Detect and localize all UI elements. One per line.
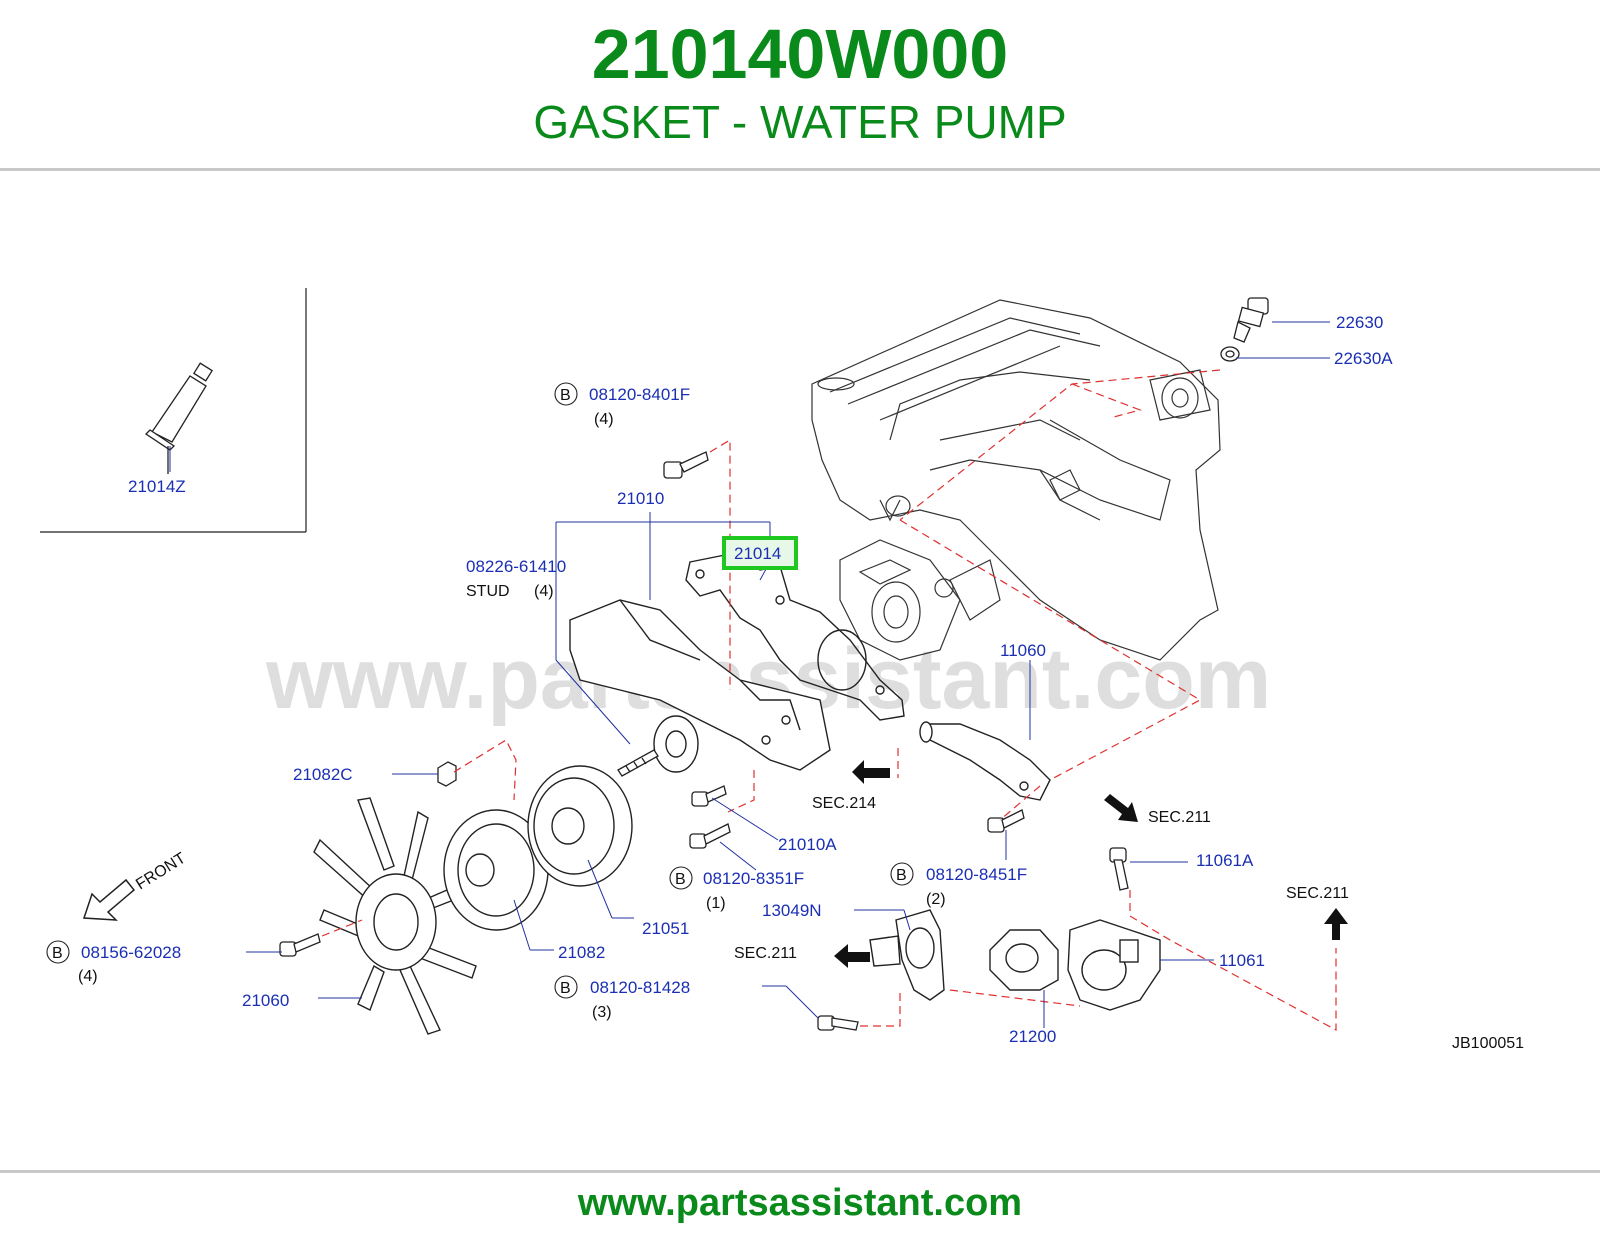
exploded-parts-diagram: www.partsassistant.com [0, 170, 1600, 1170]
callout-21014Z[interactable]: 21014Z [128, 477, 186, 496]
sec211-up-arrow-icon [1324, 908, 1348, 940]
water-pump-gasket-illustration [685, 551, 905, 721]
sec211-left-arrow-icon [834, 944, 870, 968]
assembly-dashed-lines [321, 369, 1337, 1032]
sec211-up-label: SEC.211 [1286, 885, 1349, 902]
bolt-marker-b-5: B [560, 980, 571, 997]
engine-block-illustration [811, 299, 1221, 661]
bolt-08120-81428-icon [817, 1015, 859, 1031]
sec211-right-label: SEC.211 [1148, 809, 1211, 826]
callout-leader-lines [169, 321, 1330, 1028]
qty-08120-8401F: (4) [594, 411, 614, 428]
callout-21010[interactable]: 21010 [617, 489, 664, 508]
qty-08226-61410: (4) [534, 583, 554, 600]
callout-21010A[interactable]: 21010A [778, 835, 837, 854]
callout-08156-62028[interactable]: 08156-62028 [81, 943, 181, 962]
sec211-left-label: SEC.211 [734, 945, 797, 962]
oil-pressure-switch-icon [1220, 297, 1269, 362]
callout-08120-81428[interactable]: 08120-81428 [590, 978, 690, 997]
cooling-fan-illustration [313, 797, 477, 1035]
callout-21060[interactable]: 21060 [242, 991, 289, 1010]
callout-21051[interactable]: 21051 [642, 919, 689, 938]
header: 210140W000 GASKET - WATER PUMP [0, 0, 1600, 168]
bolt-marker-b-4: B [52, 945, 63, 962]
bolt-markers [46, 382, 914, 999]
bolt-21010A-icon [691, 785, 727, 807]
bolt-08120-8451F-icon [987, 809, 1025, 833]
callout-21082[interactable]: 21082 [558, 943, 605, 962]
highlighted-part-box [722, 536, 798, 570]
sec214-arrow-icon [852, 760, 890, 784]
part-number-title: 210140W000 [591, 15, 1009, 93]
bolt-marker-b-2: B [675, 871, 686, 888]
part-name-subtitle: GASKET - WATER PUMP [533, 96, 1067, 148]
qty-08120-81428: (3) [592, 1004, 612, 1021]
water-pump-body-illustration [569, 599, 831, 773]
bolt-08156-62028-icon [279, 933, 321, 957]
callout-21082C[interactable]: 21082C [293, 765, 353, 784]
sec214-label: SEC.214 [812, 795, 876, 812]
qty-08156-62028: (4) [78, 968, 98, 985]
callout-11060[interactable]: 11060 [1000, 641, 1046, 660]
sealant-tube-icon [144, 362, 214, 474]
pulley-21051-illustration [527, 765, 633, 887]
bolt-08120-8401F-icon [663, 451, 709, 479]
bolt-marker-b-3: B [896, 867, 907, 884]
footer-website-link[interactable]: www.partsassistant.com [577, 1182, 1023, 1224]
callout-22630[interactable]: 22630 [1336, 313, 1383, 332]
stud-icon [617, 749, 659, 777]
bolt-marker-b-1: B [560, 387, 571, 404]
callout-11061A[interactable]: 11061A [1196, 851, 1254, 870]
bolt-08120-8351F-icon [689, 823, 731, 849]
diagram-canvas: www.partsassistant.com [40, 288, 1524, 1052]
callout-22630A[interactable]: 22630A [1334, 349, 1393, 368]
stud-label: STUD [466, 583, 510, 600]
callout-08226-61410[interactable]: 08226-61410 [466, 557, 566, 576]
sec211-right-arrow-icon [1104, 794, 1138, 822]
bolt-11061A-icon [1109, 847, 1129, 891]
header-divider [0, 168, 1600, 171]
qty-08120-8451F: (2) [926, 891, 946, 908]
callout-08120-8351F[interactable]: 08120-8351F [703, 869, 804, 888]
diagram-code: JB100051 [1452, 1035, 1524, 1052]
callout-21014[interactable]: 21014 [734, 544, 781, 563]
fan-coupling-21082-illustration [443, 809, 549, 931]
callout-08120-8401F[interactable]: 08120-8401F [589, 385, 690, 404]
callout-21200[interactable]: 21200 [1009, 1027, 1056, 1046]
qty-08120-8351F: (1) [706, 895, 726, 912]
footer-divider [0, 1170, 1600, 1173]
callout-13049N[interactable]: 13049N [762, 901, 822, 920]
water-inlet-pipe-illustration [919, 721, 1051, 801]
sealant-inset [40, 288, 307, 533]
front-label: FRONT [133, 850, 189, 894]
callout-08120-8451F[interactable]: 08120-8451F [926, 865, 1027, 884]
front-direction-arrow-icon [82, 878, 136, 921]
thermostat-housing-illustration [869, 909, 1161, 1011]
callout-11061[interactable]: 11061 [1219, 951, 1265, 970]
nut-21082C-icon [437, 761, 457, 787]
